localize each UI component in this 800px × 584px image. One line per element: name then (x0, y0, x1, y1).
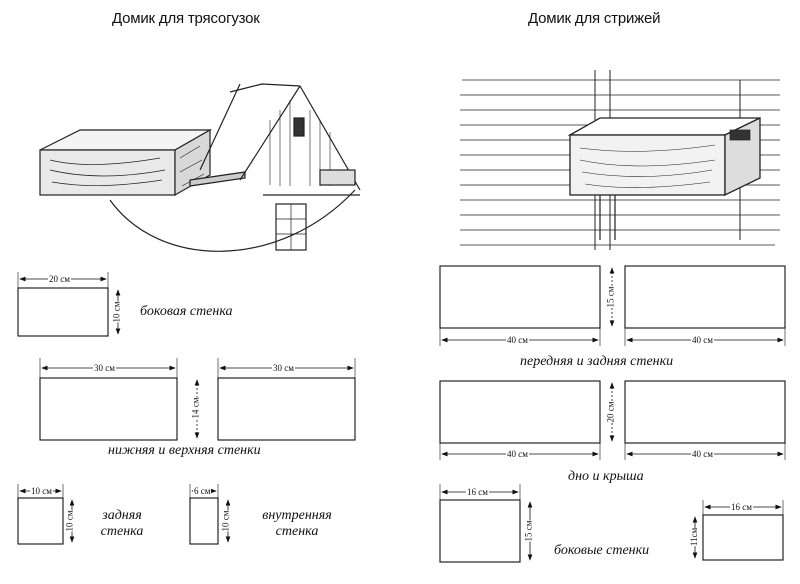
floor-roof-caption: дно и крыша (568, 469, 644, 484)
floor-panel (439, 380, 601, 444)
back-wall-caption-line1: задняя (102, 508, 142, 523)
inner-wall-height-label: 10 см (220, 510, 231, 532)
back-wall-caption: задняя стенка (92, 508, 152, 540)
roof-panel (624, 380, 786, 444)
roof-width-label: 40 см (691, 449, 714, 459)
inner-wall-caption-line2: стенка (275, 524, 319, 539)
front-back-height-label: 15 см (605, 286, 616, 308)
back-wall-caption-line2: стенка (100, 524, 144, 539)
side-wall-2-width-label: 16 см (730, 502, 753, 512)
wagtail-house-illustration (39, 83, 361, 252)
back-wall-panel-swift (624, 265, 786, 329)
side-wall-panel (17, 287, 109, 337)
side-wall-height-label: 10 см (111, 301, 122, 323)
side-wall-panel-2 (702, 514, 784, 561)
bottom-top-caption: нижняя и верхняя стенки (108, 443, 261, 458)
side-wall-caption: боковая стенка (140, 304, 233, 319)
floor-width-label: 40 см (506, 449, 529, 459)
swift-house-illustration (460, 70, 780, 250)
back-wall-swift-width-label: 40 см (691, 335, 714, 345)
side-wall-1-height-label: 15 см (523, 520, 534, 542)
bottom-top-height-label: 14 см (190, 397, 201, 419)
front-wall-width-label: 40 см (506, 335, 529, 345)
side-wall-panel-1 (439, 499, 521, 563)
top-wall-width-label: 30 см (272, 363, 295, 373)
floor-roof-height-label: 20 см (605, 401, 616, 423)
front-back-caption: передняя и задняя стенки (520, 354, 674, 369)
bottom-wall-panel (39, 377, 178, 441)
sides-caption: боковые стенки (554, 543, 650, 558)
back-wall-width-label: 10 см (30, 486, 53, 496)
top-wall-panel (217, 377, 356, 441)
side-wall-2-height-label: 11см (689, 527, 700, 547)
inner-wall-caption: внутренняя стенка (252, 508, 342, 540)
side-wall-1-width-label: 16 см (466, 487, 489, 497)
right-title: Домик для стрижей (528, 10, 661, 27)
front-wall-panel (439, 265, 601, 329)
inner-wall-panel (189, 497, 219, 545)
back-wall-panel (17, 497, 64, 545)
left-title: Домик для трясогузок (112, 10, 260, 27)
inner-wall-caption-line1: внутренняя (262, 508, 332, 523)
side-wall-width-label: 20 см (48, 274, 71, 284)
back-wall-height-label: 10 см (64, 510, 75, 532)
inner-wall-width-label: 6 см (193, 486, 212, 496)
bottom-wall-width-label: 30 см (93, 363, 116, 373)
